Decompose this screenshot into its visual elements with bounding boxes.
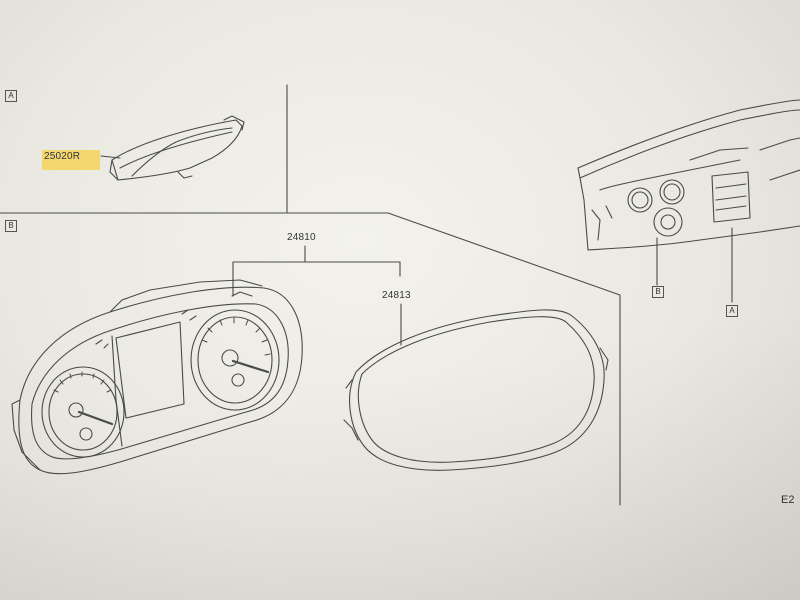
- section-dividers: [0, 84, 621, 506]
- view-label-b: B: [5, 220, 17, 232]
- locator-label-a: A: [726, 305, 738, 317]
- meter-glass-drawing: [343, 309, 609, 471]
- meter-bracket-drawing: [100, 115, 245, 181]
- part-number-combination-meter: 24810: [287, 232, 316, 243]
- view-label-a: A: [5, 90, 17, 102]
- part-number-meter-bracket: 25020R: [44, 151, 81, 162]
- locator-label-b: B: [652, 286, 664, 298]
- speedometer-ticks: [201, 317, 271, 356]
- dashboard-locator-drawing: [577, 99, 800, 303]
- part-number-meter-glass: 24813: [382, 290, 411, 301]
- page-code: E2: [781, 494, 795, 506]
- leader-lines: [232, 245, 402, 346]
- part-number-highlight: [42, 150, 100, 170]
- combination-meter-drawing: [11, 279, 303, 475]
- tachometer-ticks: [53, 371, 112, 393]
